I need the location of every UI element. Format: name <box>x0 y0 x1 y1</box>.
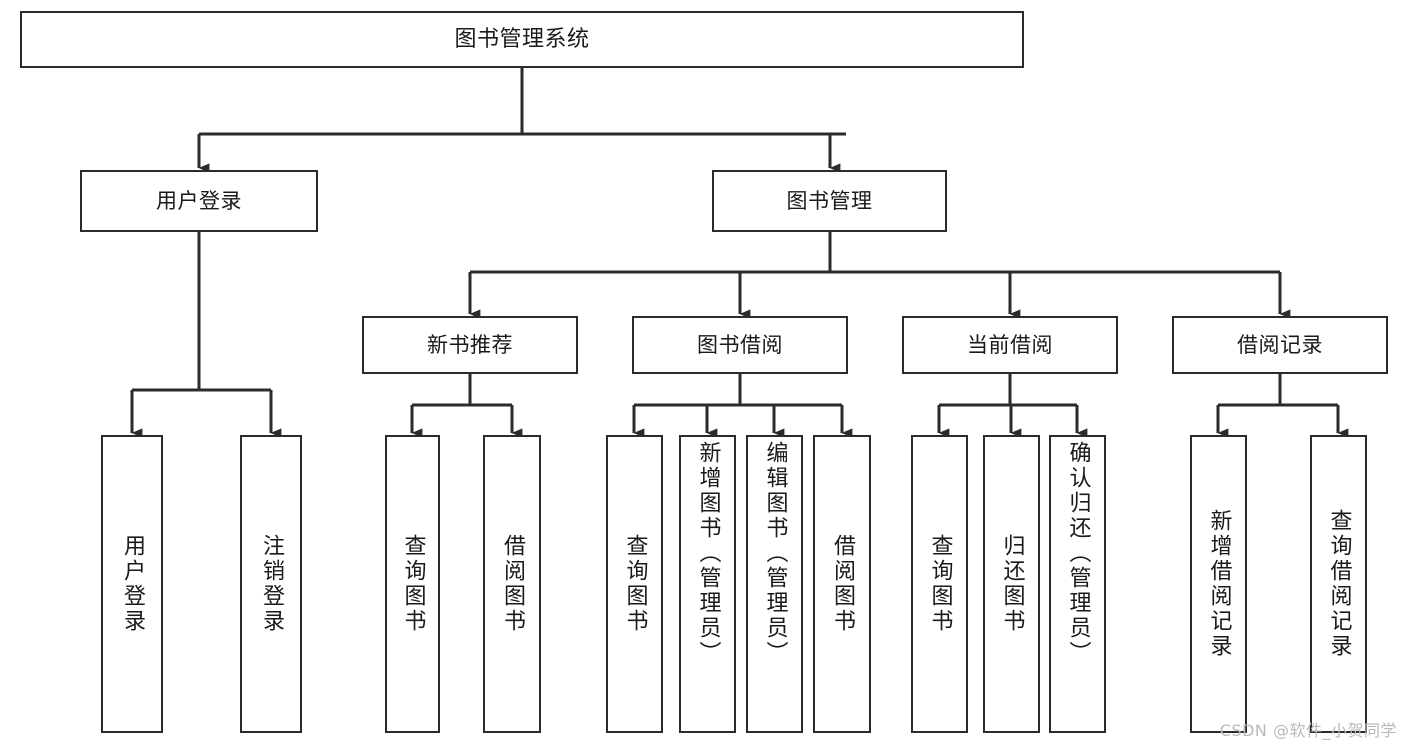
node-book-borrow[interactable]: 图书借阅 <box>632 316 848 374</box>
node-leaf-query-book-3[interactable]: 查询图书 <box>911 435 968 733</box>
node-leaf-confirm-return-admin[interactable]: 确认归还（管理员） <box>1049 435 1106 733</box>
node-current-borrow[interactable]: 当前借阅 <box>902 316 1118 374</box>
node-leaf-query-book-3-label: 查询图书 <box>927 534 953 634</box>
node-root-label: 图书管理系统 <box>454 26 590 52</box>
node-borrow-record-label: 借阅记录 <box>1237 332 1323 357</box>
node-leaf-borrow-book-2[interactable]: 借阅图书 <box>813 435 871 733</box>
node-new-book-recommend-label: 新书推荐 <box>427 332 513 357</box>
node-leaf-return-book[interactable]: 归还图书 <box>983 435 1040 733</box>
node-user-login[interactable]: 用户登录 <box>80 170 318 232</box>
node-leaf-query-borrow-record[interactable]: 查询借阅记录 <box>1310 435 1367 733</box>
node-leaf-add-borrow-record-label: 新增借阅记录 <box>1206 509 1232 659</box>
node-leaf-logout-login-label: 注销登录 <box>259 534 284 634</box>
node-leaf-add-book-admin[interactable]: 新增图书（管理员） <box>679 435 736 733</box>
node-new-book-recommend[interactable]: 新书推荐 <box>362 316 578 374</box>
node-leaf-edit-book-admin-label: 编辑图书（管理员） <box>762 441 788 666</box>
node-leaf-query-book-2[interactable]: 查询图书 <box>606 435 663 733</box>
node-leaf-query-book-2-label: 查询图书 <box>622 534 648 634</box>
node-book-borrow-label: 图书借阅 <box>697 332 783 357</box>
node-leaf-add-borrow-record[interactable]: 新增借阅记录 <box>1190 435 1247 733</box>
node-borrow-record[interactable]: 借阅记录 <box>1172 316 1388 374</box>
node-leaf-edit-book-admin[interactable]: 编辑图书（管理员） <box>746 435 803 733</box>
node-root[interactable]: 图书管理系统 <box>20 11 1024 68</box>
node-leaf-query-book-1[interactable]: 查询图书 <box>385 435 440 733</box>
node-book-management[interactable]: 图书管理 <box>712 170 947 232</box>
node-leaf-borrow-book-1-label: 借阅图书 <box>500 534 525 634</box>
node-current-borrow-label: 当前借阅 <box>967 332 1053 357</box>
node-leaf-borrow-book-1[interactable]: 借阅图书 <box>483 435 541 733</box>
node-leaf-user-login-label: 用户登录 <box>120 534 145 634</box>
node-leaf-return-book-label: 归还图书 <box>999 534 1025 634</box>
node-user-login-label: 用户登录 <box>156 188 242 213</box>
node-leaf-add-book-admin-label: 新增图书（管理员） <box>695 441 721 666</box>
node-leaf-query-borrow-record-label: 查询借阅记录 <box>1326 509 1352 659</box>
node-leaf-confirm-return-admin-label: 确认归还（管理员） <box>1065 441 1091 666</box>
node-book-management-label: 图书管理 <box>786 188 873 213</box>
node-leaf-user-login[interactable]: 用户登录 <box>101 435 163 733</box>
node-leaf-logout-login[interactable]: 注销登录 <box>240 435 302 733</box>
node-leaf-borrow-book-2-label: 借阅图书 <box>830 534 855 634</box>
node-leaf-query-book-1-label: 查询图书 <box>400 534 426 634</box>
